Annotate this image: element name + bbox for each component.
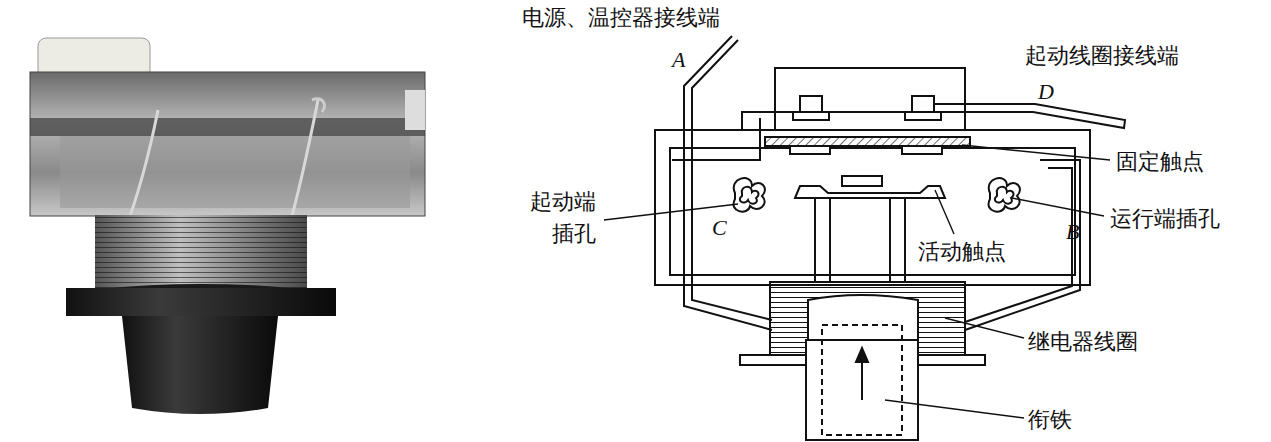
terminal-letter: C xyxy=(712,212,727,244)
part-label: 衔铁 xyxy=(1028,404,1072,436)
relay-photo xyxy=(30,38,425,414)
part-label: 运行端插孔 xyxy=(1110,203,1220,235)
part-label: 活动触点 xyxy=(918,236,1006,268)
part-label: 起动端 插孔 xyxy=(522,186,596,250)
terminal-label: 起动线圈接线端 xyxy=(1025,40,1179,72)
terminal-letter: D xyxy=(1038,76,1054,108)
part-label: 固定触点 xyxy=(1116,146,1204,178)
terminal-label: 电源、温控器接线端 xyxy=(522,2,720,34)
leader-lines xyxy=(604,145,1110,418)
terminal-letter: B xyxy=(1066,216,1079,248)
terminal-letter: A xyxy=(672,44,685,76)
part-label: 继电器线圈 xyxy=(1028,326,1138,358)
relay-drawing xyxy=(655,36,1125,440)
